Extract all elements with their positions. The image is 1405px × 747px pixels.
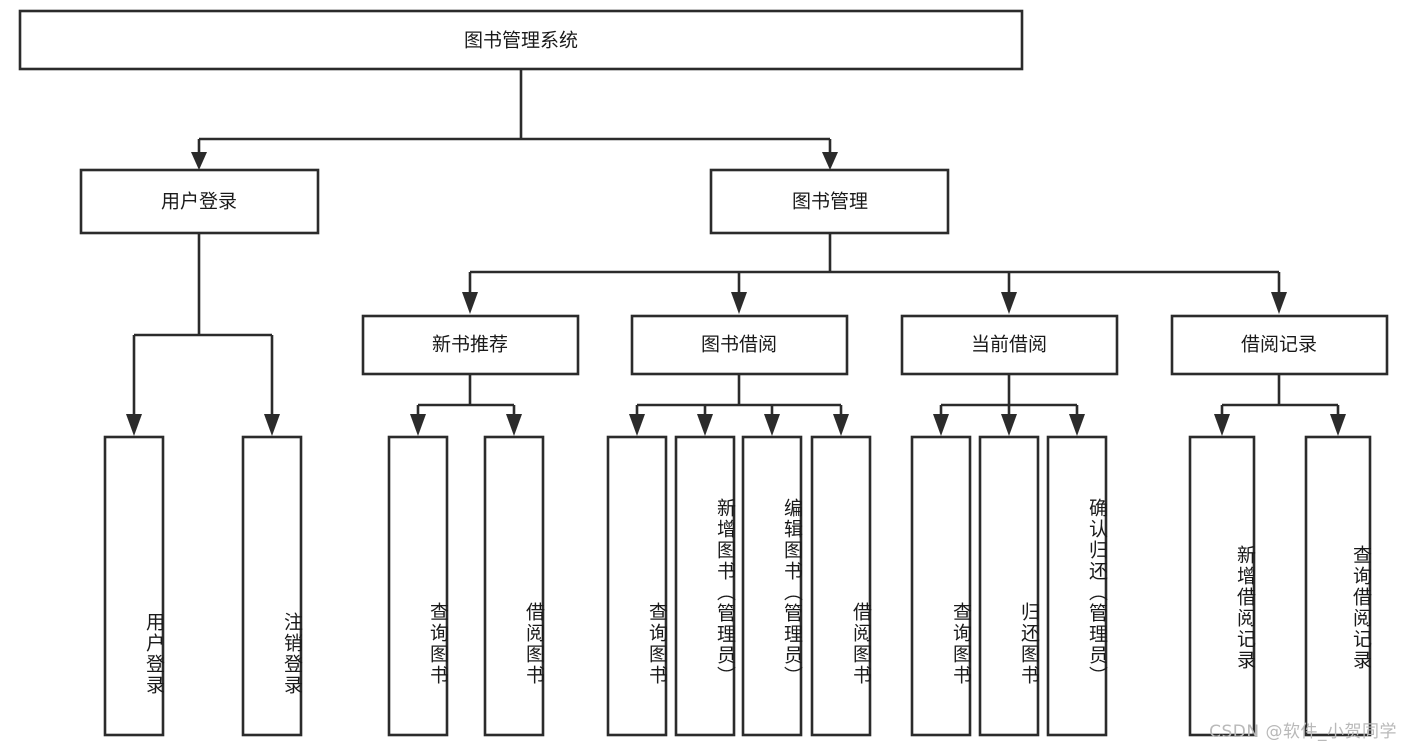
leaf-box-current-borrow-3[interactable] [1046, 435, 1108, 737]
arrow-to-currentborrow-leaf-2 [1001, 414, 1017, 436]
arrow-to-bookborrow-leaf-1 [629, 414, 645, 436]
node-user-login-label: 用户登录 [161, 191, 237, 213]
node-current-borrow-label: 当前借阅 [971, 334, 1047, 356]
leaf-box-book-borrow-3[interactable] [741, 435, 803, 737]
node-current-borrow-box[interactable] [900, 314, 1119, 376]
node-book-borrow-label: 图书借阅 [701, 334, 777, 356]
leaf-box-new-book-1[interactable] [387, 435, 449, 737]
node-book-borrow[interactable]: 图书借阅 [630, 314, 849, 376]
leaf-box-borrow-record-2[interactable] [1304, 435, 1372, 737]
node-book-manage-label: 图书管理 [792, 191, 868, 213]
arrow-to-leaf-user-login [126, 414, 142, 436]
arrow-to-leaf-logout [264, 414, 280, 436]
node-root-system-box[interactable] [18, 9, 1024, 71]
connectors [126, 69, 1346, 436]
node-root-system[interactable]: 图书管理系统 [18, 9, 1024, 71]
leaf-box-user-login-2[interactable] [241, 435, 303, 737]
node-new-book-recommend[interactable]: 新书推荐 [361, 314, 580, 376]
arrow-to-borrowrecord-leaf-2 [1330, 414, 1346, 436]
leaf-box-book-borrow-4[interactable] [810, 435, 872, 737]
arrow-to-newbook-leaf-2 [506, 414, 522, 436]
node-borrow-record-box[interactable] [1170, 314, 1389, 376]
arrow-to-currentborrow-leaf-3 [1069, 414, 1085, 436]
node-user-login-box[interactable] [79, 168, 320, 235]
arrow-to-borrowrecord-leaf-1 [1214, 414, 1230, 436]
node-new-book-recommend-label: 新书推荐 [432, 334, 508, 356]
arrow-to-book-borrow [731, 292, 747, 314]
node-new-book-recommend-box[interactable] [361, 314, 580, 376]
arrow-to-currentborrow-leaf-1 [933, 414, 949, 436]
leaf-box-user-login-1[interactable] [103, 435, 165, 737]
arrow-to-new-book-recommend [462, 292, 478, 314]
arrow-to-bookborrow-leaf-2 [697, 414, 713, 436]
arrow-to-newbook-leaf-1 [410, 414, 426, 436]
leaf-box-current-borrow-1[interactable] [910, 435, 972, 737]
node-book-borrow-box[interactable] [630, 314, 849, 376]
leaf-box-book-borrow-1[interactable] [606, 435, 668, 737]
node-current-borrow[interactable]: 当前借阅 [900, 314, 1119, 376]
arrow-to-user-login [191, 152, 207, 170]
arrow-to-bookborrow-leaf-4 [833, 414, 849, 436]
arrow-to-borrow-record [1271, 292, 1287, 314]
leaf-box-borrow-record-1[interactable] [1188, 435, 1256, 737]
csdn-watermark: CSDN @软件_小贺同学 [1209, 722, 1397, 742]
arrow-to-book-manage [822, 152, 838, 170]
leaf-box-book-borrow-2[interactable] [674, 435, 736, 737]
leaf-box-current-borrow-2[interactable] [978, 435, 1040, 737]
node-book-manage-box[interactable] [709, 168, 950, 235]
node-book-manage[interactable]: 图书管理 [709, 168, 950, 235]
node-user-login[interactable]: 用户登录 [79, 168, 320, 235]
leaf-box-new-book-2[interactable] [483, 435, 545, 737]
node-borrow-record[interactable]: 借阅记录 [1170, 314, 1389, 376]
arrow-to-bookborrow-leaf-3 [764, 414, 780, 436]
node-borrow-record-label: 借阅记录 [1241, 334, 1317, 356]
node-root-system-label: 图书管理系统 [464, 30, 578, 52]
arrow-to-current-borrow [1001, 292, 1017, 314]
